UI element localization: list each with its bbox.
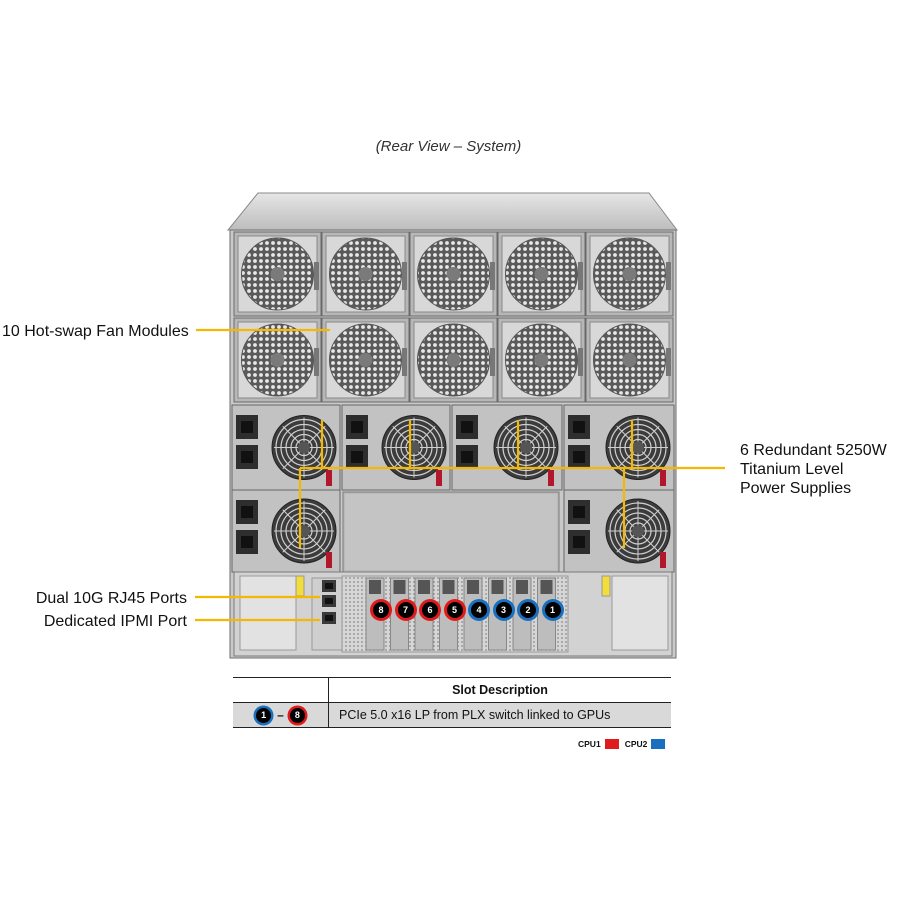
callout-psu-line1: 6 Redundant 5250W	[740, 442, 887, 459]
power-inlet-icon	[568, 500, 590, 554]
fan-module[interactable]	[409, 317, 498, 403]
fan-modules	[233, 231, 674, 403]
fan-grille-icon	[329, 323, 402, 397]
psu-fan-icon	[271, 498, 337, 564]
fan-grille-icon	[241, 323, 314, 397]
ipmi-port[interactable]	[322, 612, 336, 624]
callout-psu-line3: Power Supplies	[740, 480, 852, 497]
slot-number-badge-icon: 2	[520, 602, 536, 618]
slot-range-cell: 1 – 8	[233, 702, 329, 728]
power-inlet-icon	[236, 415, 258, 469]
power-supply-unit[interactable]	[563, 489, 675, 573]
power-supply-unit[interactable]	[231, 489, 341, 573]
slot-number-badge-icon: 6	[422, 602, 438, 618]
fan-grille-icon	[505, 323, 578, 397]
slot-number-badge-icon: 3	[495, 602, 512, 618]
slot-number-badge-icon: 8	[289, 707, 305, 723]
slot-number-badge-icon: 1	[544, 602, 561, 618]
legend-cpu1-label: CPU1	[578, 739, 601, 749]
rj45-port-2[interactable]	[322, 595, 336, 607]
fan-module[interactable]	[497, 317, 586, 403]
power-supply-unit[interactable]	[231, 404, 341, 491]
psu-fan-icon	[605, 415, 671, 480]
cpu-legend: CPU1 CPU2	[578, 739, 666, 749]
power-supply-unit[interactable]	[563, 404, 675, 491]
slot-description-table: Slot Description 1 – 8 PCIe 5.0 x16 LP f…	[233, 677, 671, 728]
psu-fan-icon	[271, 415, 337, 480]
psu-fan-icon	[493, 415, 559, 480]
slot-number-badge-icon: 5	[446, 602, 463, 618]
callout-power-supplies: 6 Redundant 5250W Titanium Level Power S…	[740, 441, 887, 498]
callout-fan-modules: 10 Hot-swap Fan Modules	[2, 323, 189, 340]
fan-grille-icon	[593, 237, 666, 311]
psu-blank-panel	[342, 491, 560, 573]
power-inlet-icon	[568, 415, 590, 469]
table-row: 1 – 8 PCIe 5.0 x16 LP from PLX switch li…	[233, 702, 671, 728]
fan-module[interactable]	[497, 231, 586, 317]
slot-number-badge-icon: 8	[373, 602, 389, 618]
fan-grille-icon	[505, 237, 578, 311]
fan-module[interactable]	[321, 317, 410, 403]
slot-table-header: Slot Description	[328, 677, 671, 703]
slot-number-badge-icon: 7	[397, 602, 414, 618]
callout-rj45-ports: Dual 10G RJ45 Ports	[35, 590, 187, 607]
psu-fan-icon	[381, 415, 447, 480]
fan-grille-icon	[593, 323, 666, 397]
range-separator: –	[277, 708, 284, 722]
fan-module[interactable]	[409, 231, 498, 317]
power-inlet-icon	[456, 415, 478, 469]
fan-grille-icon	[241, 237, 314, 311]
power-inlet-icon	[346, 415, 368, 469]
fan-module[interactable]	[233, 317, 322, 403]
power-supply-unit[interactable]	[451, 404, 563, 491]
fan-module[interactable]	[233, 231, 322, 317]
slot-number-badge-icon: 4	[471, 602, 487, 618]
rj45-port-1[interactable]	[322, 580, 336, 592]
diagram-title: (Rear View – System)	[375, 138, 522, 155]
fan-module[interactable]	[321, 231, 410, 317]
slot-table-header-blank	[233, 677, 329, 703]
chassis-top-cover	[226, 192, 679, 231]
fan-grille-icon	[329, 237, 402, 311]
slot-description: PCIe 5.0 x16 LP from PLX switch linked t…	[328, 702, 671, 728]
fan-module[interactable]	[585, 317, 674, 403]
slot-number-badge-icon: 1	[256, 707, 272, 723]
legend-cpu2-label: CPU2	[624, 739, 648, 749]
fan-grille-icon	[417, 237, 490, 311]
fan-module[interactable]	[585, 231, 674, 317]
callout-ipmi-port: Dedicated IPMI Port	[43, 613, 187, 630]
power-supply-unit[interactable]	[341, 404, 451, 491]
callout-psu-line2: Titanium Level	[740, 461, 844, 478]
power-inlet-icon	[236, 500, 258, 554]
legend-cpu1-swatch	[604, 739, 619, 749]
legend-cpu2-swatch	[651, 739, 666, 749]
psu-fan-icon	[605, 498, 671, 564]
fan-grille-icon	[417, 323, 490, 397]
callout-lines	[195, 328, 725, 622]
